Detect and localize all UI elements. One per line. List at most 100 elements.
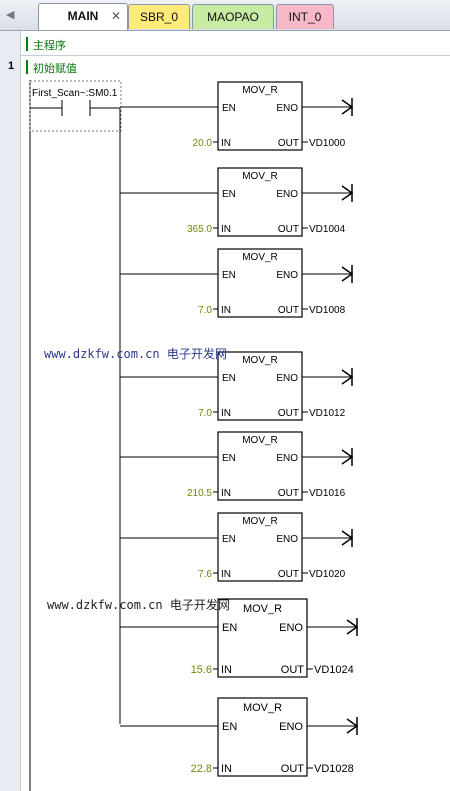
eno-pin-label: ENO [276,189,298,200]
out-address: VD1008 [309,305,346,316]
tab-int0-label: INT_0 [288,10,322,24]
out-pin-label: OUT [278,488,299,499]
in-value: 15.6 [191,664,212,676]
tab-sbr0[interactable]: SBR_0 [128,4,190,29]
program-label: 主程序 [33,40,66,52]
block-box [217,697,308,777]
mov-r-block[interactable]: MOV_R EN ENO IN OUT 20.0 VD1000 [120,81,354,151]
in-value: 365.0 [187,224,212,235]
block-name: MOV_R [242,516,278,527]
en-pin-label: EN [222,189,236,200]
in-pin-label: IN [221,408,231,419]
en-pin-label: EN [222,103,236,114]
eno-pin-label: ENO [279,622,303,634]
block-name: MOV_R [242,355,278,366]
out-pin-label: OUT [278,408,299,419]
en-pin-label: EN [222,270,236,281]
tab-maopao-label: MAOPAO [207,10,259,24]
tab-maopao[interactable]: MAOPAO [192,4,274,29]
eno-pin-label: ENO [279,721,303,733]
mov-r-block[interactable]: MOV_R EN ENO IN OUT 22.8 VD1028 [120,697,359,777]
block-box [217,351,303,421]
block-name: MOV_R [242,435,278,446]
out-pin-label: OUT [278,569,299,580]
network-number: 1 [8,60,15,72]
out-pin-label: OUT [281,763,305,775]
out-pin-label: OUT [278,138,299,149]
block-box [217,512,303,582]
block-box [217,81,303,151]
mov-r-block[interactable]: MOV_R EN ENO IN OUT 365.0 VD1004 [120,167,354,237]
watermark: www.dzkfw.com.cn 电子开发网 [47,596,230,613]
block-name: MOV_R [242,171,278,182]
watermark-url: www.dzkfw.com.cn [44,347,160,361]
out-address: VD1024 [314,664,354,676]
in-pin-label: IN [221,138,231,149]
in-value: 7.0 [198,408,212,419]
out-address: VD1016 [309,488,346,499]
tab-main-label: MAIN [67,9,99,23]
eno-pin-label: ENO [276,103,298,114]
block-box [217,167,303,237]
watermark-site: 电子开发网 [166,347,227,361]
out-pin-label: OUT [278,224,299,235]
tab-main[interactable]: MAIN ✕ [38,3,128,30]
watermark-site: 电子开发网 [169,598,230,612]
eno-pin-label: ENO [276,373,298,384]
out-address: VD1012 [309,408,346,419]
eno-pin-label: ENO [276,270,298,281]
tab-int0[interactable]: INT_0 [276,4,334,29]
out-address: VD1028 [314,763,354,775]
eno-pin-label: ENO [276,453,298,464]
en-pin-label: EN [222,453,236,464]
block-box [217,598,308,678]
in-value: 20.0 [193,138,213,149]
block-name: MOV_R [242,252,278,263]
out-address: VD1020 [309,569,346,580]
scroll-left-icon[interactable]: ◀ [6,9,15,21]
watermark: www.dzkfw.com.cn 电子开发网 [44,345,227,362]
out-address: VD1000 [309,138,346,149]
block-name: MOV_R [242,85,278,96]
in-value: 210.5 [187,488,212,499]
block-name: MOV_R [243,702,282,714]
contact-label: First_Scan~:SM0.1 [32,88,118,99]
eno-pin-label: ENO [276,534,298,545]
network-marker [26,60,28,74]
mov-r-block[interactable]: MOV_R EN ENO IN OUT 15.6 VD1024 [120,598,359,678]
network-separator [21,55,450,56]
comment-marker [26,37,28,51]
in-value: 7.0 [198,305,212,316]
mov-r-block[interactable]: MOV_R EN ENO IN OUT 210.5 VD1016 [120,431,354,501]
en-pin-label: EN [222,721,237,733]
watermark-url: www.dzkfw.com.cn [47,598,163,612]
in-pin-label: IN [221,664,232,676]
contact-selection [29,80,122,132]
mov-r-block[interactable]: MOV_R EN ENO IN OUT 7.6 VD1020 [120,512,354,582]
left-gutter [0,31,21,791]
in-pin-label: IN [221,488,231,499]
mov-r-block[interactable]: MOV_R EN ENO IN OUT 7.0 VD1008 [120,248,354,318]
block-name: MOV_R [243,603,282,615]
tab-bar: ◀ MAIN ✕ SBR_0 MAOPAO INT_0 [0,0,450,31]
mov-r-block[interactable]: MOV_R EN ENO IN OUT 7.0 VD1012 [120,351,354,421]
network-title: 初始赋值 [33,63,77,75]
in-value: 7.6 [198,569,212,580]
out-pin-label: OUT [281,664,305,676]
close-icon[interactable]: ✕ [110,9,121,23]
block-box [217,431,303,501]
in-pin-label: IN [221,569,231,580]
block-box [217,248,303,318]
en-pin-label: EN [222,534,236,545]
in-pin-label: IN [221,305,231,316]
out-address: VD1004 [309,224,346,235]
in-value: 22.8 [191,763,212,775]
en-pin-label: EN [222,373,236,384]
in-pin-label: IN [221,224,231,235]
out-pin-label: OUT [278,305,299,316]
in-pin-label: IN [221,763,232,775]
en-pin-label: EN [222,622,237,634]
tab-sbr0-label: SBR_0 [139,10,179,24]
normally-open-contact[interactable] [30,100,120,116]
